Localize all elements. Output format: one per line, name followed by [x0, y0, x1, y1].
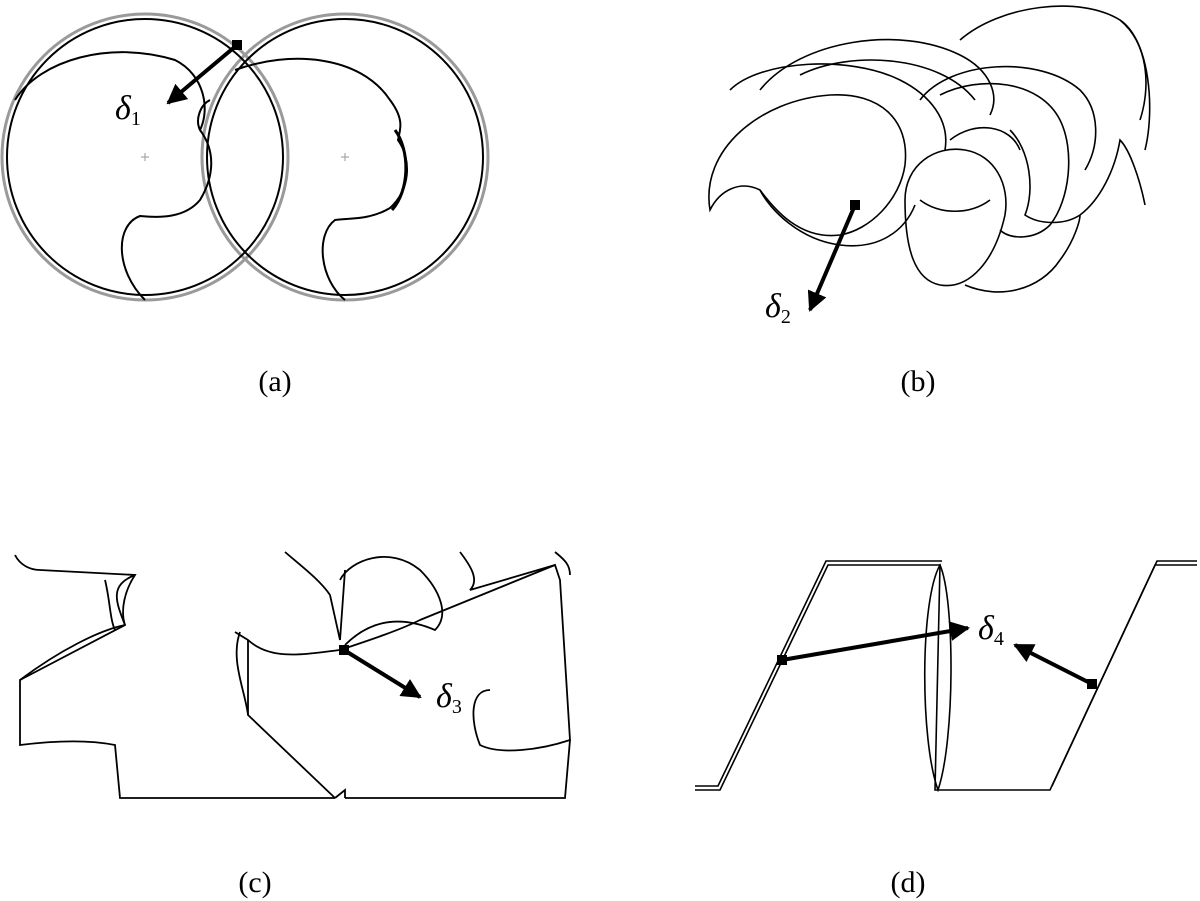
gap-arrow-d-right: [1013, 643, 1093, 686]
delta-label-d: δ4: [978, 610, 1004, 650]
delta-label-a: δ1: [115, 90, 141, 130]
gap-arrow-d-left: [781, 621, 970, 662]
delta-sub-d: 4: [993, 628, 1004, 650]
caption-d: (d): [890, 866, 926, 899]
center-mark-left: [141, 153, 149, 161]
screw-b-left-flight: [708, 94, 907, 237]
delta-sub-c: 3: [451, 696, 462, 718]
panel-c-diagram: [14, 551, 571, 799]
panel-b-diagram: [708, 5, 1151, 293]
block-c-left: [14, 554, 335, 799]
delta-symbol-b: δ: [765, 288, 781, 325]
delta-symbol-c: δ: [436, 678, 452, 715]
caption-c: (c): [238, 866, 272, 899]
screw-left-circle: [6, 18, 284, 296]
delta-symbol-d: δ: [978, 610, 994, 647]
gap-arrow-c: [342, 648, 422, 699]
delta-sub-b: 2: [780, 306, 791, 328]
delta-sub-a: 1: [130, 108, 141, 130]
gap-arrow-b: [807, 204, 857, 312]
screw-left-profile: [14, 51, 213, 301]
delta-label-c: δ3: [436, 678, 462, 718]
block-c-right: [234, 563, 571, 752]
screw-b-right-lobe: [904, 148, 1007, 287]
caption-b: (b): [900, 365, 936, 398]
screw-right-inner: [390, 129, 408, 212]
caption-a: (a): [258, 365, 292, 398]
gap-arrow-a: [166, 43, 239, 105]
screw-right-circle: [206, 18, 484, 296]
center-mark-right: [341, 153, 349, 161]
screw-right-profile: [234, 57, 408, 301]
delta-label-b: δ2: [765, 288, 791, 328]
delta-symbol-a: δ: [115, 90, 131, 127]
screw-left-lobe: [197, 99, 211, 131]
panel-a-diagram: [0, 12, 490, 302]
panel-d-diagram: [695, 560, 1197, 793]
